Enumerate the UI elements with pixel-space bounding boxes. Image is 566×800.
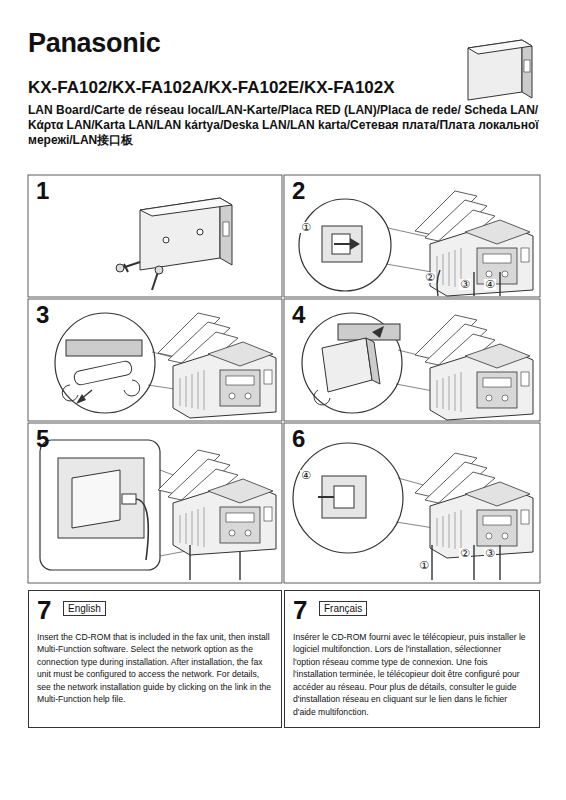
panel2-switch-off-part: [437, 270, 500, 296]
instruction-text: Insert the CD-ROM that is included in th…: [37, 631, 273, 706]
panel3-cover-removal-part: [158, 313, 276, 418]
panel1-lan-board-part: [220, 198, 232, 265]
panel5-board-installed: [40, 440, 276, 580]
step-panel: 2: [284, 175, 540, 297]
panel1-lan-board-part: [197, 229, 203, 235]
panel6-switch-on-part: [432, 545, 500, 580]
step-panel: 5: [28, 423, 282, 583]
step-number: 1: [36, 178, 49, 204]
panel6-switch-on-part: [334, 486, 354, 508]
panel4-board-insert-part: [415, 315, 533, 420]
callout-number: ④: [300, 470, 312, 481]
instruction-box: 7Insert the CD-ROM that is included in t…: [28, 590, 282, 728]
panel3-cover-removal-part: [73, 360, 133, 386]
panel1-lan-board-part: [163, 237, 169, 243]
lan-board-thumbnail: [468, 40, 532, 100]
panel4-board-insert: [302, 313, 533, 420]
panel4-board-insert-part: [302, 313, 402, 413]
product-names: LAN Board/Carte de réseau local/LAN-Kart…: [28, 103, 548, 148]
panel-frames-part: [28, 175, 282, 297]
panel5-board-installed-part: [158, 450, 276, 555]
step-number: 6: [292, 426, 305, 452]
panel5-board-installed-part: [190, 545, 240, 580]
panel-frames-part: [28, 299, 282, 421]
language-name: Français: [320, 602, 366, 615]
panel5-board-installed-part: [122, 494, 136, 504]
step-number: 3: [36, 302, 49, 328]
panel-frames: [28, 175, 540, 583]
panel2-switch-off-part: [415, 191, 533, 296]
panel3-cover-removal-part: [55, 313, 155, 413]
panel-frames-part: [284, 299, 540, 421]
panel2-switch-off-part: [334, 243, 350, 245]
step-panel: 1: [28, 175, 282, 297]
panel2-switch-off: [299, 191, 533, 296]
panel4-board-insert-part: [338, 324, 400, 340]
instruction-text: Insérer le CD-ROM fourni avec le télécop…: [293, 631, 529, 718]
panel5-board-installed-part: [40, 440, 160, 570]
panel1-lan-board-part: [140, 198, 232, 216]
language-name: English: [64, 602, 105, 615]
callout-number: ①: [300, 222, 312, 233]
callout-number: ①: [418, 560, 430, 571]
panel3-cover-removal-part: [62, 380, 139, 401]
step-number: 7: [293, 597, 307, 623]
step-number: 5: [36, 426, 49, 452]
language-tag: Français: [319, 601, 367, 616]
panel2-switch-off-part: [332, 234, 350, 254]
lan-board-thumbnail-part: [468, 40, 532, 54]
panel1-lan-board-part: [152, 272, 158, 290]
step-number: 4: [292, 302, 305, 328]
instruction-box: 7Insérer le CD-ROM fourni avec le téléco…: [284, 590, 540, 728]
callout-number: ③: [484, 548, 496, 559]
step-panel: 4: [284, 299, 540, 421]
brand-logo: Panasonic: [28, 28, 160, 59]
lan-board-thumbnail-part: [524, 60, 530, 72]
panel2-switch-off-part: [322, 226, 362, 262]
panel2-switch-off-part: [350, 238, 360, 250]
panel1-lan-board: [116, 198, 232, 290]
lan-board-thumbnail-part: [522, 40, 532, 98]
step-number: 2: [292, 178, 305, 204]
panel4-board-insert-part: [322, 338, 372, 392]
panel1-lan-board-part: [116, 264, 124, 272]
panel4-board-insert-part: [372, 326, 384, 338]
language-tag: English: [63, 601, 106, 616]
panel-frames-part: [28, 423, 282, 583]
panel-frames-part: [284, 423, 540, 583]
panel1-lan-board-part: [122, 262, 140, 272]
panel6-switch-on: [293, 443, 533, 580]
callout-number: ②: [424, 272, 436, 283]
panel4-board-insert-part: [366, 338, 380, 384]
panel4-board-insert-part: [314, 390, 330, 405]
panel5-board-installed-part: [136, 499, 148, 560]
callout-number: ④: [484, 279, 496, 290]
panel6-switch-on-part: [415, 453, 533, 558]
callout-number: ③: [459, 279, 471, 290]
panel3-cover-removal: [55, 313, 276, 418]
callout-number: ②: [459, 548, 471, 559]
panel2-switch-off-part: [299, 199, 391, 291]
step-panel: 3: [28, 299, 282, 421]
panel5-board-installed-part: [58, 458, 144, 538]
panel5-board-installed-part: [72, 470, 120, 528]
panel-frames-part: [284, 175, 540, 297]
panel6-switch-on-part: [318, 496, 334, 498]
panel1-lan-board-part: [223, 222, 229, 236]
step-number: 7: [37, 597, 51, 623]
model-title: KX-FA102/KX-FA102A/KX-FA102E/KX-FA102X: [28, 78, 395, 98]
panel1-lan-board-part: [155, 266, 163, 274]
panel6-switch-on-part: [293, 443, 403, 553]
step-panel: 6: [284, 423, 540, 583]
panel3-cover-removal-part: [66, 340, 142, 356]
